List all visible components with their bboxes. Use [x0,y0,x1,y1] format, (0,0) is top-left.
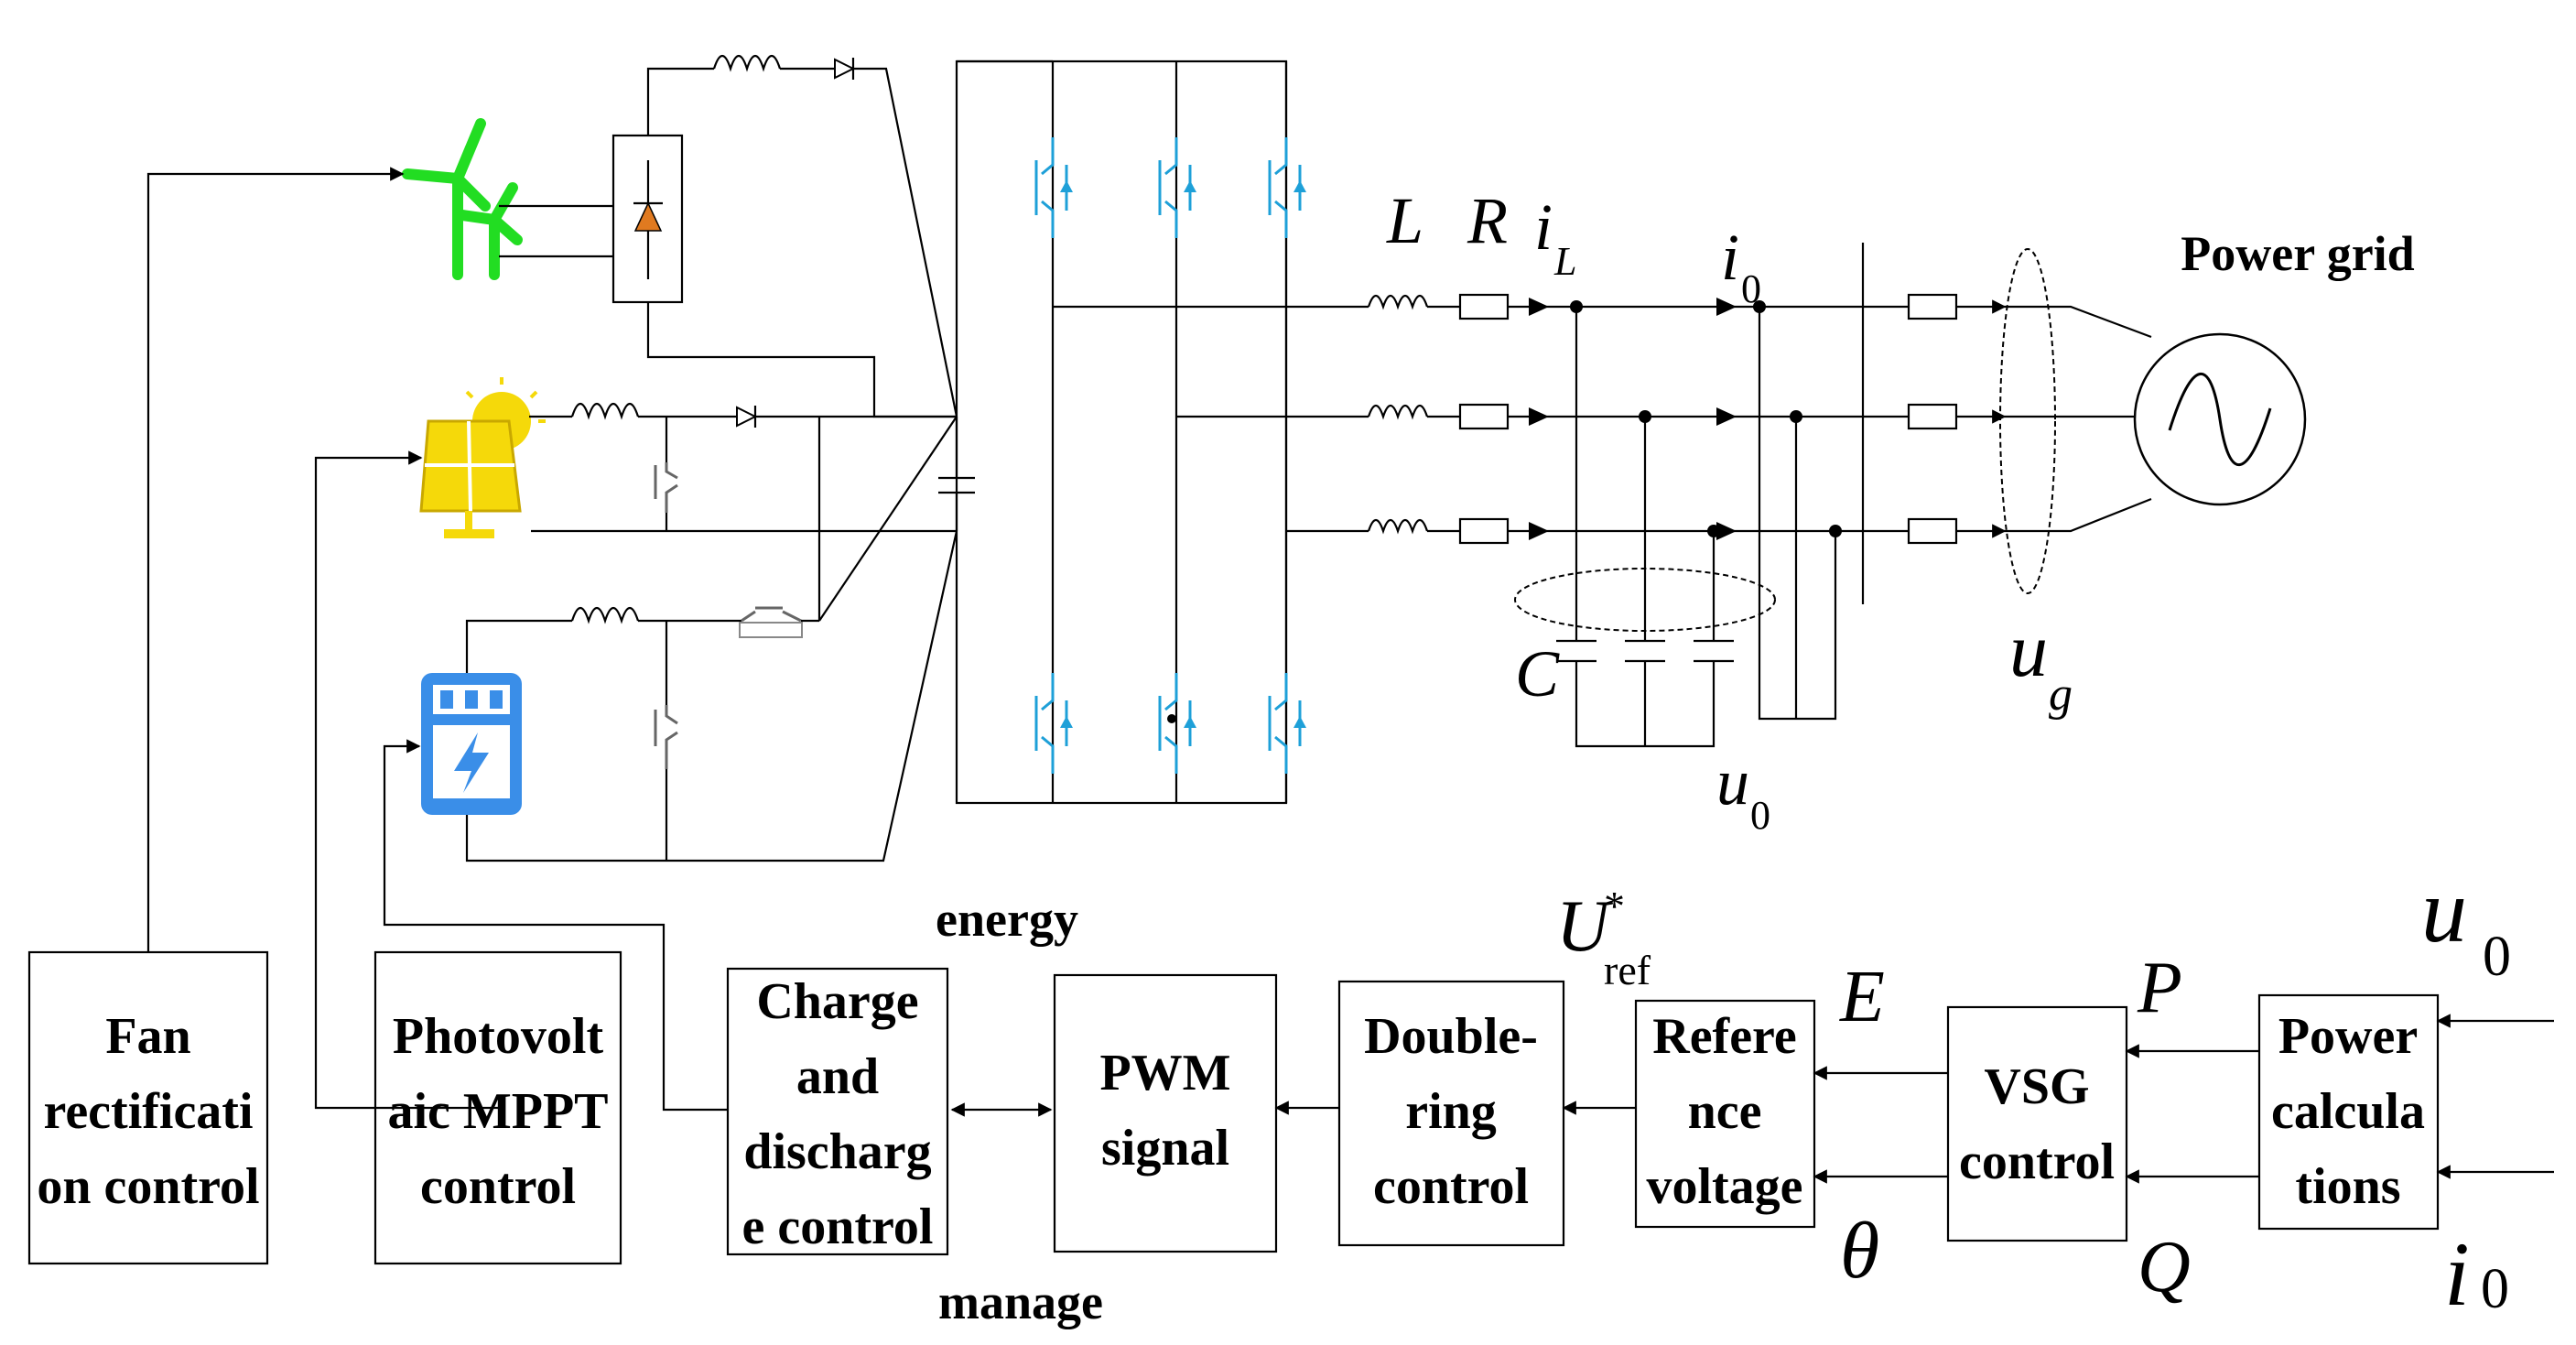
symbol-i0-sub: 0 [1741,266,1761,311]
power-grid-label: Power grid [2181,226,2414,281]
pv-diode-icon [736,406,758,428]
vsg-block-line-1: VSG [1984,1058,2089,1115]
grid-voltage-sense [1999,248,2056,594]
pv-boost-switch-icon [654,462,678,513]
reference-block-line-3: voltage [1646,1158,1802,1215]
fan-rectification-control-block [27,950,269,1265]
energy-label: energy [936,892,1078,947]
symbol-Uref-sub: ref [1604,947,1651,993]
charge-block-line-2: and [796,1048,879,1105]
symbol-C: C [1515,637,1560,710]
capacitor-voltage-sense [1514,568,1776,632]
power-block-line-1: Power [2278,1008,2418,1065]
pwm-block-line-2: signal [1101,1120,1229,1177]
battery-inductor-icon [570,606,640,624]
vsg-block-line-2: control [1959,1133,2115,1190]
symbol-theta: θ [1840,1207,1879,1296]
vsg-control-block [1946,1005,2128,1242]
symbol-ug-sub: g [2049,668,2073,721]
pwm-signal-block [1053,973,1278,1253]
pv-block-line-1: Photovolt [393,1008,604,1065]
power-calculations-block [2257,993,2440,1231]
symbol-Q: Q [2138,1227,2191,1307]
filter-inductor-c-icon [1367,518,1429,535]
fan-block-line-1: Fan [105,1008,190,1065]
symbol-E: E [1839,957,1885,1037]
pv-block-line-2: aic MPPT [387,1083,608,1140]
igbt-switch-icon-3 [1268,137,1306,238]
resistor-c-icon [1458,517,1510,545]
fan-block-line-3: on control [37,1158,259,1215]
igbt-switch-icon-6 [1268,673,1306,774]
double-ring-control-block [1337,980,1565,1247]
ac-source-icon [2133,332,2307,506]
solar-panel-icon [419,377,546,538]
symbol-Uref: U [1556,886,1614,967]
battery-shunt-switch-icon [654,705,678,769]
grid-resistor-c-icon [1907,517,1958,545]
symbol-i0-input: i [2444,1223,2470,1325]
igbt-switch-icon-1 [1034,137,1073,238]
symbol-L: L [1386,184,1423,257]
symbol-u0-input: u [2421,860,2467,961]
wind-diode-icon [834,58,856,80]
reference-voltage-block [1634,999,1816,1229]
pv-block-line-3: control [420,1158,576,1215]
igbt-switch-icon-2 [1158,137,1196,238]
symbol-P: P [2137,948,2182,1028]
symbol-i0: i [1721,221,1739,294]
symbol-i0-input-sub: 0 [2481,1258,2509,1320]
symbol-u0-sub: 0 [1750,793,1770,838]
symbol-u0: u [1716,745,1749,819]
pwm-block-line-1: PWM [1099,1045,1230,1101]
reference-block-line-1: Refere [1652,1008,1797,1065]
charge-block-line-1: Charge [756,973,918,1030]
symbol-R: R [1467,184,1508,257]
symbol-iL-sub: L [1553,239,1576,284]
rectifier-diode-icon [633,201,663,232]
doubling-block-line-1: Double- [1364,1008,1538,1065]
charge-discharge-control-block [726,967,949,1256]
filter-inductor-a-icon [1367,294,1429,310]
symbol-ug: u [2009,608,2048,693]
symbol-iL: i [1534,190,1553,264]
symbol-Uref-sup: * [1604,883,1625,929]
igbt-switch-icon-4 [1034,673,1073,774]
filter-inductor-b-icon [1367,404,1429,420]
inverter-bridge [955,60,1288,805]
resistor-b-icon [1458,403,1510,430]
fan-block-line-2: rectificati [43,1083,253,1140]
reference-block-line-2: nce [1688,1083,1762,1140]
charge-block-line-4: e control [742,1199,934,1255]
power-block-line-3: tions [2295,1158,2400,1215]
grid-resistor-b-icon [1907,403,1958,430]
igbt-switch-icon-5 [1158,673,1196,774]
pv-inductor-icon [570,402,640,420]
power-block-line-2: calcula [2271,1083,2425,1140]
wind-inductor-icon [712,54,782,72]
wind-turbine-icon [402,118,523,280]
filter-capacitor-icon [1556,639,1734,663]
resistor-a-icon [1458,293,1510,320]
battery-buck-switch-icon [739,606,803,638]
doubling-block-line-3: control [1373,1158,1529,1215]
manage-label: manage [938,1274,1103,1329]
doubling-block-line-2: ring [1405,1083,1497,1140]
battery-storage-icon [421,673,522,815]
symbol-u0-input-sub: 0 [2483,926,2511,988]
grid-resistor-a-icon [1907,293,1958,320]
charge-block-line-3: discharg [743,1123,931,1180]
